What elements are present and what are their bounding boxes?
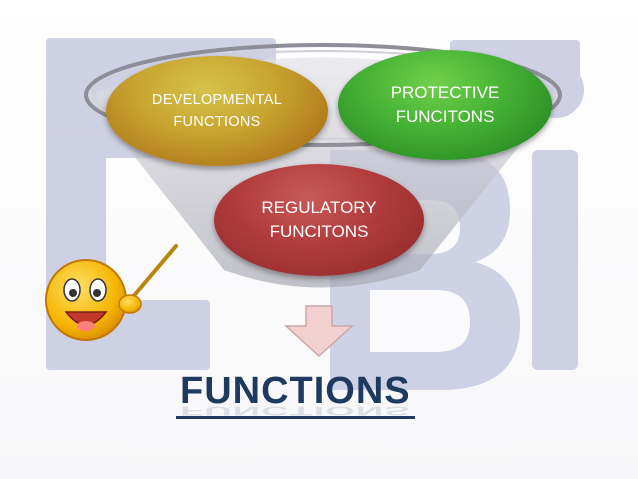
- protective-functions-circle: PROTECTIVE FUNCITONS: [338, 50, 552, 160]
- developmental-functions-circle: DEVELOPMENTAL FUNCTIONS: [106, 56, 328, 166]
- regulatory-line-2: FUNCITONS: [269, 222, 369, 241]
- protective-line-2: FUNCITONS: [395, 107, 495, 126]
- developmental-line-1: DEVELOPMENTAL: [151, 92, 283, 108]
- developmental-line-2: FUNCTIONS: [173, 114, 261, 130]
- regulatory-functions-circle: REGULATORY FUNCITONS: [214, 164, 424, 276]
- functions-title: FUNCTIONS: [176, 368, 415, 419]
- protective-line-1: PROTECTIVE: [390, 83, 500, 102]
- regulatory-line-1: REGULATORY: [261, 198, 377, 217]
- smiley-pointer-icon: [45, 244, 178, 341]
